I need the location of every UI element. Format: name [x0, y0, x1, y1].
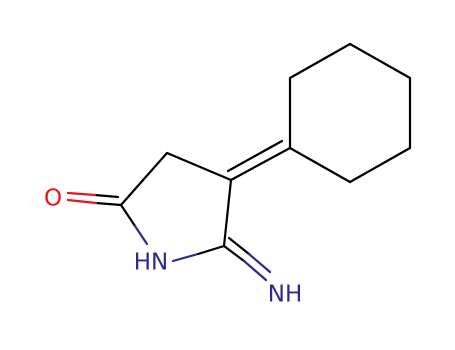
bond-c2-n1-nitrogen-part: [133, 224, 149, 246]
bond-carbonyl-inner-carbon-part: [93, 193, 120, 199]
bond-cyclohexane-3: [348, 42, 412, 80]
bond-exocyclic-double-outer: [229, 146, 292, 182]
bond-imine-outer-nitrogen-part: [242, 259, 268, 282]
oxygen-atom-label: O: [44, 186, 62, 212]
bond-cyclohexane-6: [288, 146, 352, 184]
imine-nitrogen-atom-label: NH: [268, 282, 303, 308]
bond-c4-c5: [222, 178, 233, 248]
bond-c3-c2: [119, 151, 169, 207]
bond-n1-c5-carbon-part: [196, 244, 226, 256]
bond-imine-outer-carbon-part: [222, 244, 246, 263]
bond-c2-n1-carbon-part: [119, 203, 137, 228]
bond-cyclohexane-5: [348, 146, 412, 184]
bond-carbonyl-outer-oxygen-part: [66, 198, 98, 205]
ring-nitrogen-atom-label: HN: [134, 250, 169, 276]
bond-carbonyl-inner-oxygen-part: [66, 191, 97, 197]
bond-imine-inner-carbon-part: [227, 236, 251, 256]
bond-c4-c3: [165, 151, 233, 182]
bond-imine-inner-nitrogen-part: [247, 252, 272, 274]
bond-exocyclic-double-inner: [226, 139, 284, 173]
bond-carbonyl-outer-carbon-part: [94, 201, 123, 207]
bond-cyclohexane-2: [288, 42, 352, 80]
bond-n1-c5-nitrogen-part: [171, 252, 200, 263]
